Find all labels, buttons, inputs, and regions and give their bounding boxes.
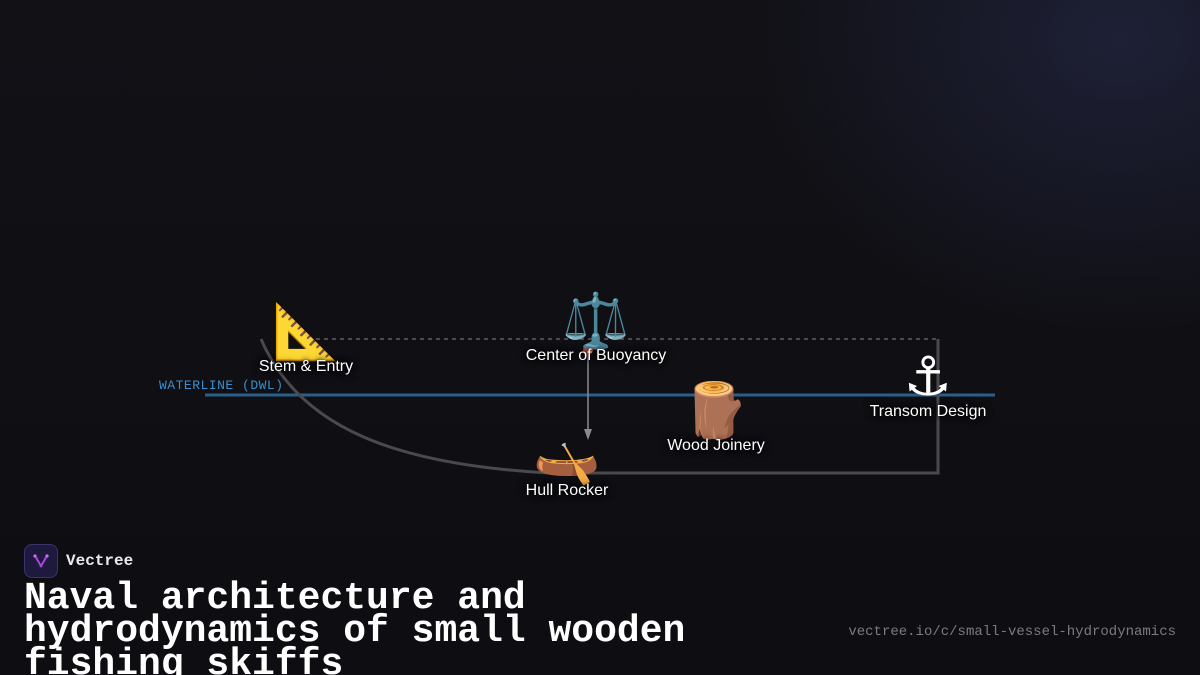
triangular-ruler-icon: 📐 (272, 300, 340, 363)
waterline-label: WATERLINE (DWL) (159, 378, 284, 393)
balance-scale-icon: ⚖️ (562, 289, 630, 352)
canoe-icon: 🛶 (533, 424, 601, 487)
node-wood-joinery[interactable]: 🪵 Wood Joinery (667, 381, 765, 455)
brand-name: Vectree (66, 552, 134, 570)
vectree-logo-icon (24, 544, 58, 578)
node-hull-rocker[interactable]: 🛶 Hull Rocker (526, 426, 609, 500)
hull-profile (259, 338, 940, 475)
node-transom-design[interactable]: ⚓ Transom Design (870, 347, 987, 421)
brand: Vectree (24, 544, 133, 578)
course-url[interactable]: vectree.io/c/small-vessel-hydrodynamics (848, 624, 1176, 640)
node-center-of-buoyancy[interactable]: ⚖️ Center of Buoyancy (526, 291, 667, 365)
center-of-buoyancy-point (583, 345, 593, 355)
page-title: Naval architecture and hydrodynamics of … (24, 577, 686, 675)
node-label: Hull Rocker (525, 482, 609, 499)
anchor-icon: ⚓ (903, 345, 953, 408)
node-label: Transom Design (869, 403, 987, 420)
wood-log-icon: 🪵 (682, 379, 750, 442)
node-label: Stem & Entry (258, 358, 354, 375)
node-stem-entry[interactable]: 📐 Stem & Entry (259, 302, 353, 376)
node-label: Center of Buoyancy (525, 347, 667, 364)
node-label: Wood Joinery (667, 437, 765, 454)
buoyancy-arrowhead (584, 429, 592, 440)
